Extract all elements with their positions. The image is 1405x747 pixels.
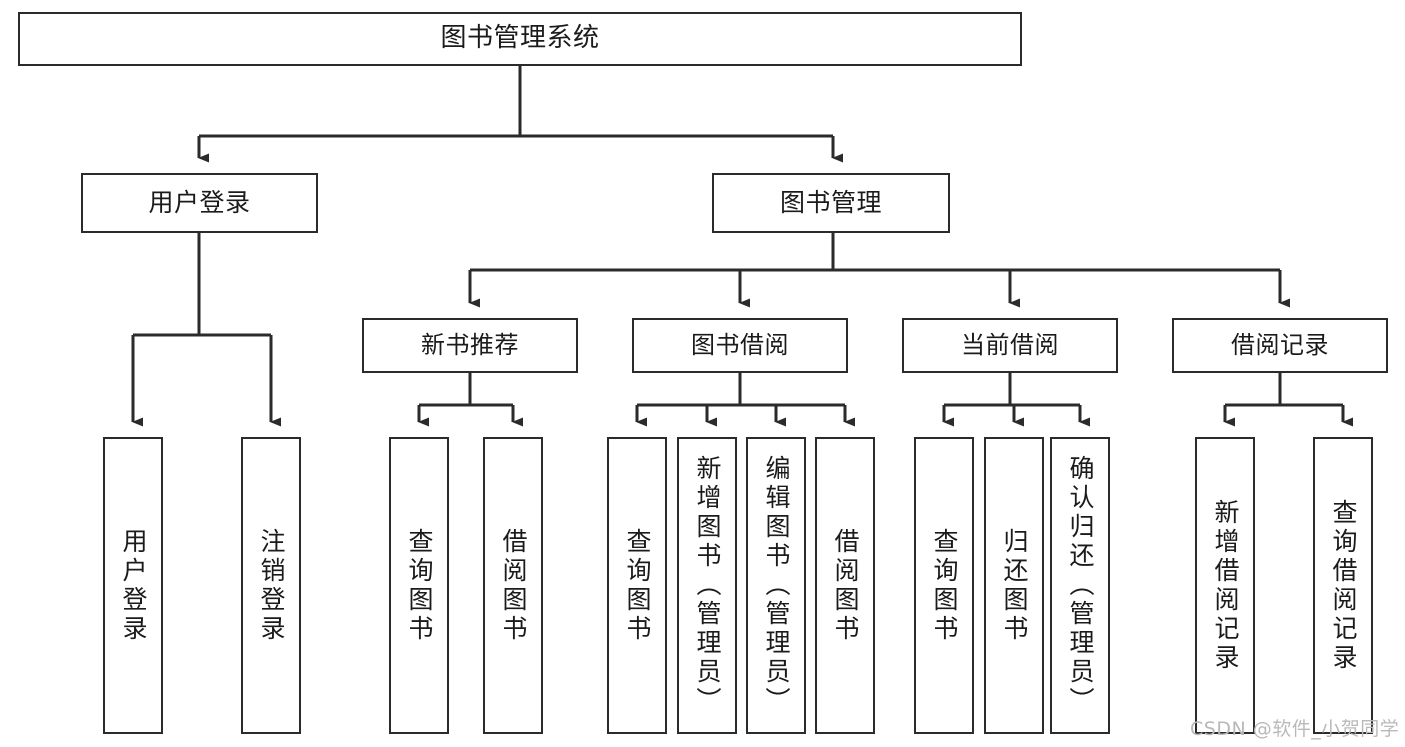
node-leaf-return-book-label: 归还图书: [1000, 527, 1029, 644]
node-leaf-edit-book-admin[interactable]: 编辑图书（管理员）: [746, 437, 806, 734]
node-leaf-add-book-admin[interactable]: 新增图书（管理员）: [677, 437, 737, 734]
node-leaf-query-book-1[interactable]: 查询图书: [389, 437, 449, 734]
node-leaf-borrow-book-2-label: 借阅图书: [831, 527, 860, 644]
node-leaf-user-login-label: 用户登录: [119, 527, 148, 644]
node-leaf-confirm-return-admin[interactable]: 确认归还（管理员）: [1050, 437, 1110, 734]
node-user-login-label: 用户登录: [148, 187, 251, 217]
node-current-borrow-label: 当前借阅: [961, 330, 1059, 359]
node-leaf-query-book-2-label: 查询图书: [623, 527, 652, 644]
node-leaf-return-book[interactable]: 归还图书: [984, 437, 1044, 734]
node-leaf-logout-login[interactable]: 注销登录: [241, 437, 301, 734]
node-new-book-recommend[interactable]: 新书推荐: [362, 318, 578, 373]
node-leaf-borrow-book-2[interactable]: 借阅图书: [815, 437, 875, 734]
node-leaf-query-book-3[interactable]: 查询图书: [914, 437, 974, 734]
node-leaf-borrow-book-1[interactable]: 借阅图书: [483, 437, 543, 734]
node-book-manage[interactable]: 图书管理: [712, 173, 950, 233]
node-leaf-query-book-3-label: 查询图书: [930, 527, 959, 644]
node-leaf-query-book-2[interactable]: 查询图书: [607, 437, 667, 734]
node-book-borrow[interactable]: 图书借阅: [632, 318, 848, 373]
node-leaf-add-borrow-record[interactable]: 新增借阅记录: [1195, 437, 1255, 734]
node-leaf-add-book-admin-label: 新增图书（管理员）: [693, 455, 722, 716]
node-current-borrow[interactable]: 当前借阅: [902, 318, 1118, 373]
node-root-label: 图书管理系统: [440, 23, 600, 54]
node-leaf-confirm-return-admin-label: 确认归还（管理员）: [1066, 455, 1095, 716]
node-book-manage-label: 图书管理: [779, 187, 882, 217]
node-leaf-query-borrow-record-label: 查询借阅记录: [1329, 498, 1358, 673]
node-borrow-record-label: 借阅记录: [1231, 330, 1329, 359]
node-leaf-edit-book-admin-label: 编辑图书（管理员）: [762, 455, 791, 716]
node-new-book-recommend-label: 新书推荐: [421, 330, 519, 359]
node-leaf-user-login[interactable]: 用户登录: [103, 437, 163, 734]
node-book-borrow-label: 图书借阅: [691, 330, 789, 359]
node-leaf-query-borrow-record[interactable]: 查询借阅记录: [1313, 437, 1373, 734]
node-leaf-query-book-1-label: 查询图书: [405, 527, 434, 644]
node-user-login[interactable]: 用户登录: [81, 173, 318, 233]
node-leaf-add-borrow-record-label: 新增借阅记录: [1211, 498, 1240, 673]
node-root[interactable]: 图书管理系统: [18, 12, 1022, 66]
node-leaf-borrow-book-1-label: 借阅图书: [499, 527, 528, 644]
node-borrow-record[interactable]: 借阅记录: [1172, 318, 1388, 373]
node-leaf-logout-login-label: 注销登录: [257, 527, 286, 644]
